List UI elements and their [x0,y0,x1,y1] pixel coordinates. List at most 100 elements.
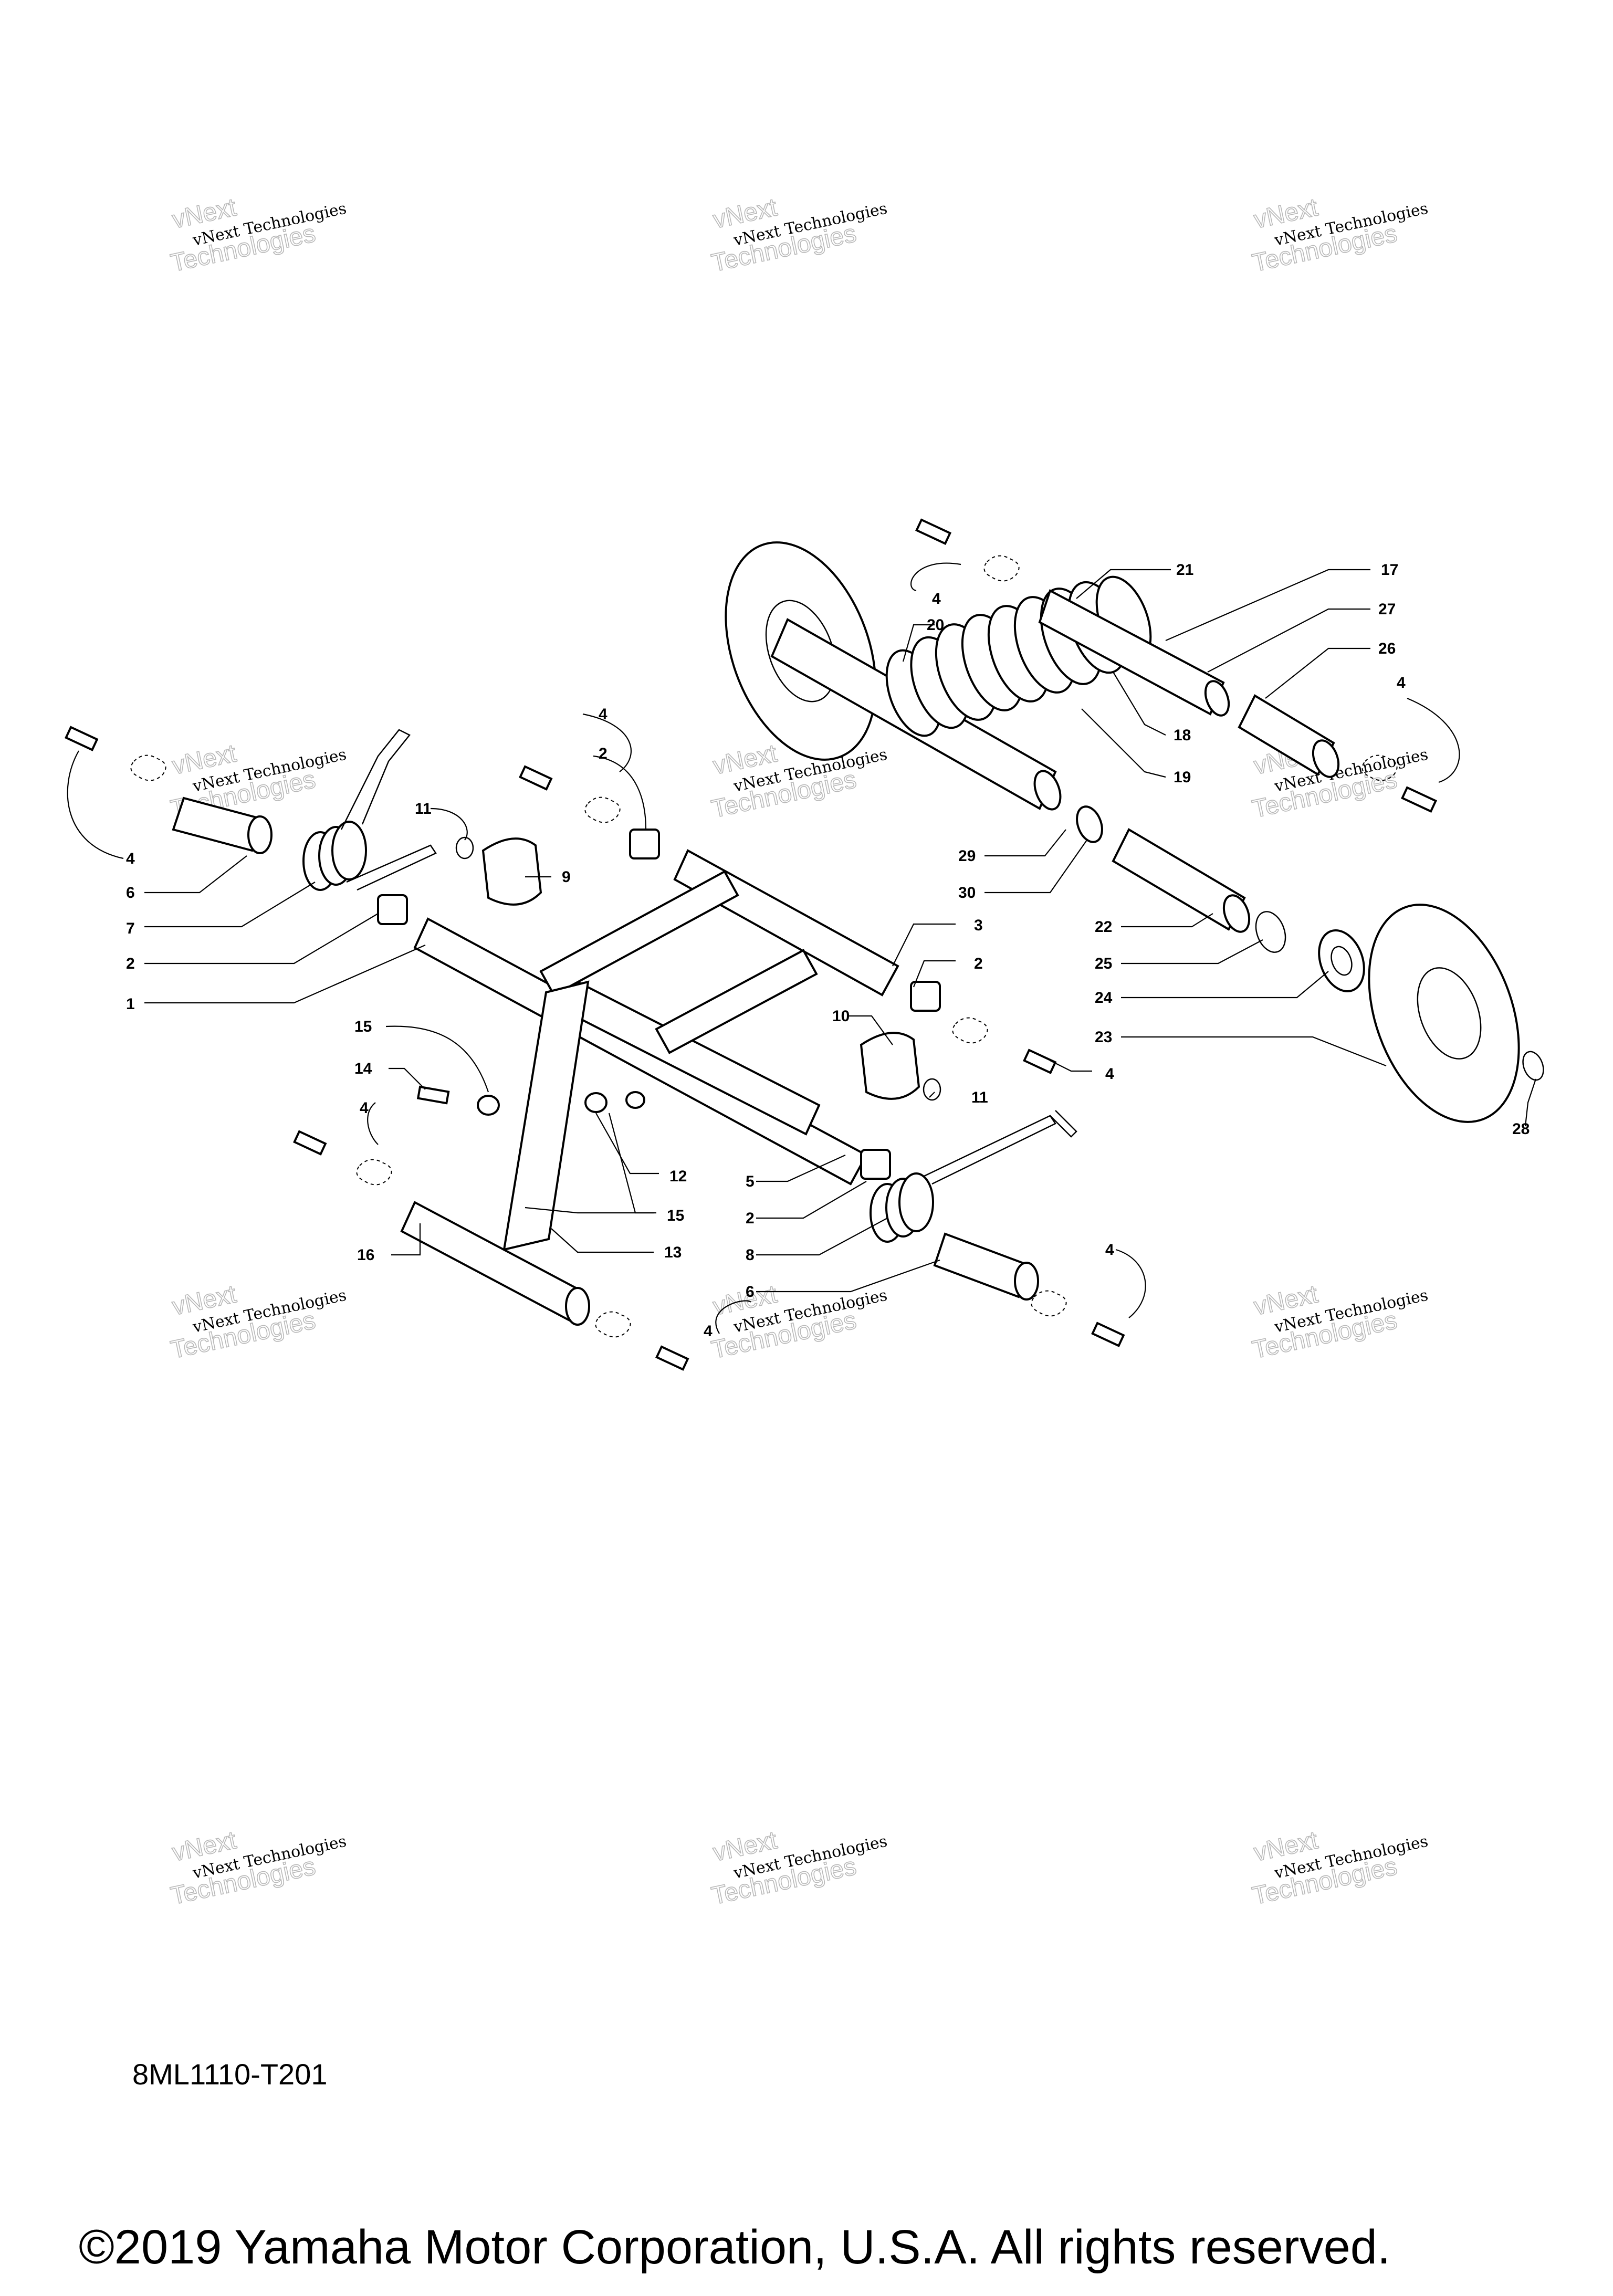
watermark: vNext vNext Technologies Technologies [168,1280,348,1365]
callout-11: 11 [415,800,432,817]
callout-7: 7 [126,920,135,937]
rubber-stop [481,837,542,906]
spacer [1238,694,1335,776]
watermark: vNext vNext Technologies Technologies [709,1280,889,1365]
spacer-end [1014,1262,1039,1301]
bearing [1318,929,1365,993]
watermark: vNext vNext Technologies Technologies [1250,1826,1430,1911]
callout-28: 28 [1512,1120,1530,1138]
callout-12: 12 [669,1168,687,1185]
callout-30: 30 [958,884,976,901]
idler-wheel-left-hub [765,600,836,703]
callout-4: 4 [1397,674,1406,691]
watermark: vNext vNext Technologies Technologies [1250,1280,1430,1365]
bushing [910,981,941,1012]
callout-18: 18 [1174,727,1191,744]
callout-4: 4 [932,590,941,607]
callout-5: 5 [746,1173,755,1190]
washer-outline [356,1159,392,1186]
upper-shaft [1038,589,1225,716]
washer-outline [130,754,166,781]
callout-15: 15 [354,1018,372,1035]
watermark: vNext vNext Technologies Technologies [709,1826,889,1911]
callout-labels: 1 2 2 2 2 3 4 4 4 4 4 4 4 4 5 6 6 7 8 9 … [126,561,1530,1340]
spacer-end [1312,739,1340,778]
callout-15: 15 [667,1207,684,1224]
callout-9: 9 [562,868,571,886]
callout-25: 25 [1095,955,1112,972]
retainer-ring [1522,1051,1544,1081]
torsion-spring-left [302,729,437,891]
callout-22: 22 [1095,918,1112,936]
callout-2: 2 [126,955,135,972]
callout-21: 21 [1176,561,1193,579]
spacer [1112,828,1246,931]
washer [584,1092,608,1113]
spacer [400,1201,584,1322]
rubber-stop [860,1032,920,1100]
callout-1: 1 [126,995,135,1013]
washer-outline [952,1017,988,1044]
callout-4: 4 [599,706,608,723]
bolt [1401,786,1438,813]
upper-shaft-end [1204,680,1230,717]
bolt [915,518,952,545]
callout-14: 14 [354,1060,372,1077]
callout-2: 2 [746,1210,755,1227]
washer-outline [595,1311,631,1338]
washer-outline [584,796,621,823]
nut [625,1091,645,1109]
bolt [293,1130,327,1156]
washer-outline [983,555,1020,582]
washer [477,1095,500,1116]
callout-4: 4 [1105,1241,1114,1259]
watermarks: vNext vNext Technologies Technologies vN… [168,193,1430,1911]
watermark: vNext vNext Technologies Technologies [1250,193,1430,278]
callout-2: 2 [599,745,608,762]
snap-ring [1255,911,1286,953]
bushing [377,894,408,925]
callout-4: 4 [704,1323,713,1340]
idler-wheel-right [1368,904,1520,1123]
callout-8: 8 [746,1246,755,1264]
callout-13: 13 [664,1244,682,1261]
clip [923,1078,941,1101]
callout-24: 24 [1095,989,1113,1007]
bearing-inner [1331,946,1353,976]
spacer-end [1222,894,1251,933]
callout-26: 26 [1378,640,1396,657]
watermark: vNext vNext Technologies Technologies [168,193,348,278]
ring [1076,805,1103,843]
callout-29: 29 [958,847,976,865]
axle-end [1033,770,1062,811]
callout-4: 4 [126,850,135,867]
callout-20: 20 [927,616,944,634]
callout-27: 27 [1378,601,1396,618]
clip [455,836,474,859]
washer-outline [1361,754,1398,781]
frame-brace [539,870,739,997]
callout-6: 6 [746,1283,755,1301]
bolt [65,726,99,751]
washer-outline [1031,1290,1067,1317]
spacer-end [565,1287,590,1326]
callout-23: 23 [1095,1029,1112,1046]
bushing [860,1149,891,1180]
frame-brace [655,949,818,1054]
lower-frame-assembly [65,726,1125,1371]
suspension-arm [502,980,590,1251]
spacer-end [247,815,273,854]
spacer [172,796,264,852]
callout-11: 11 [971,1089,988,1106]
bolt [519,765,553,791]
bolt [1023,1049,1057,1074]
copyright-notice: ©2019 Yamaha Motor Corporation, U.S.A. A… [79,2220,1391,2274]
callout-16: 16 [357,1246,374,1264]
callout-10: 10 [832,1008,850,1025]
callout-2: 2 [974,955,983,972]
callout-17: 17 [1381,561,1398,579]
leader-lines [67,562,1537,1334]
bolt [1091,1322,1125,1347]
upper-idler-assembly [725,518,1544,1123]
callout-19: 19 [1174,769,1191,786]
